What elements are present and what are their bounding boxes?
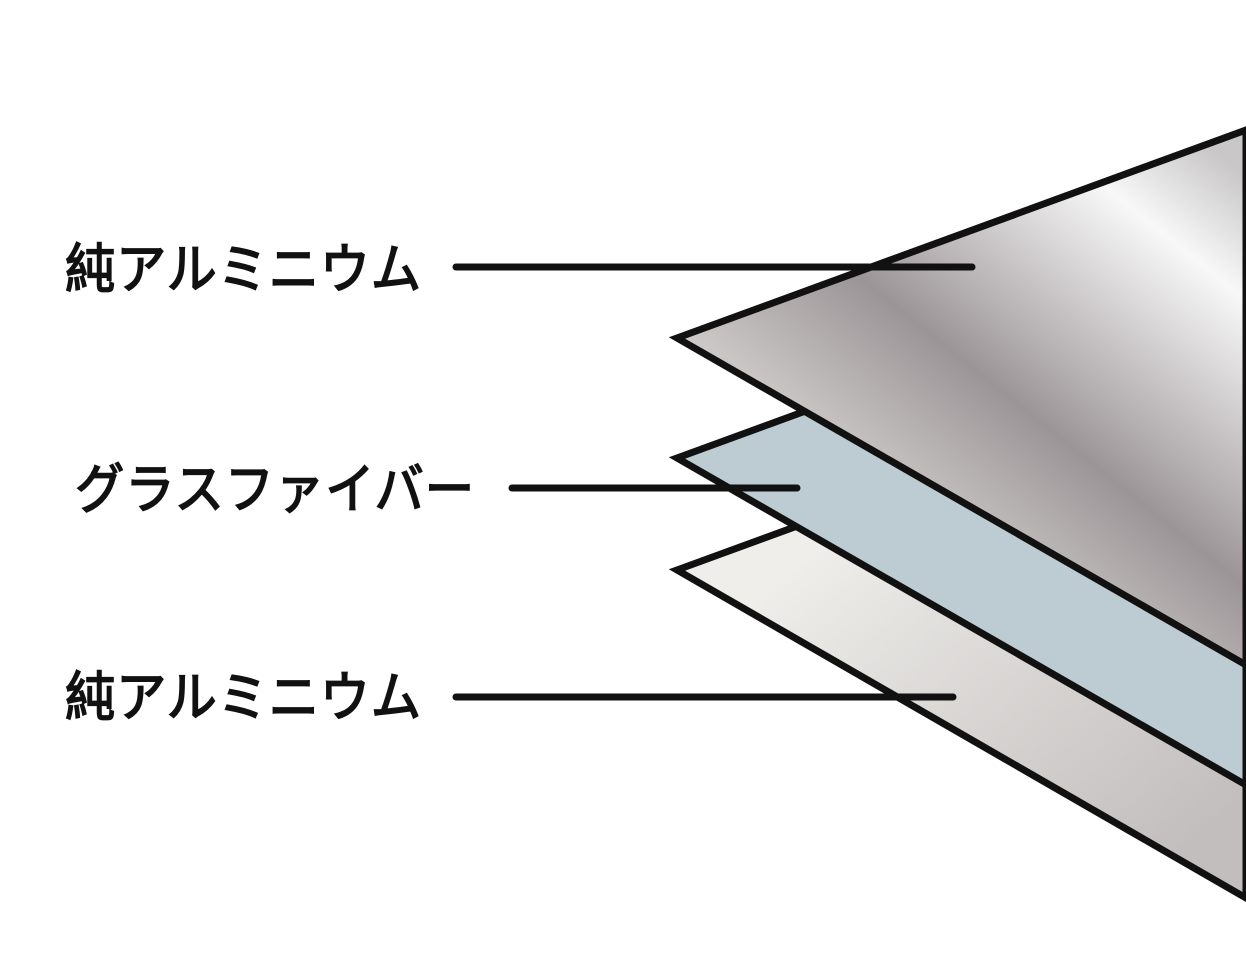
label-fiberglass: グラスファイバー xyxy=(75,458,475,521)
label-top-aluminum: 純アルミニウム xyxy=(65,238,422,301)
top-aluminum-sheet xyxy=(668,126,1246,670)
label-bottom-aluminum: 純アルミニウム xyxy=(65,666,422,729)
